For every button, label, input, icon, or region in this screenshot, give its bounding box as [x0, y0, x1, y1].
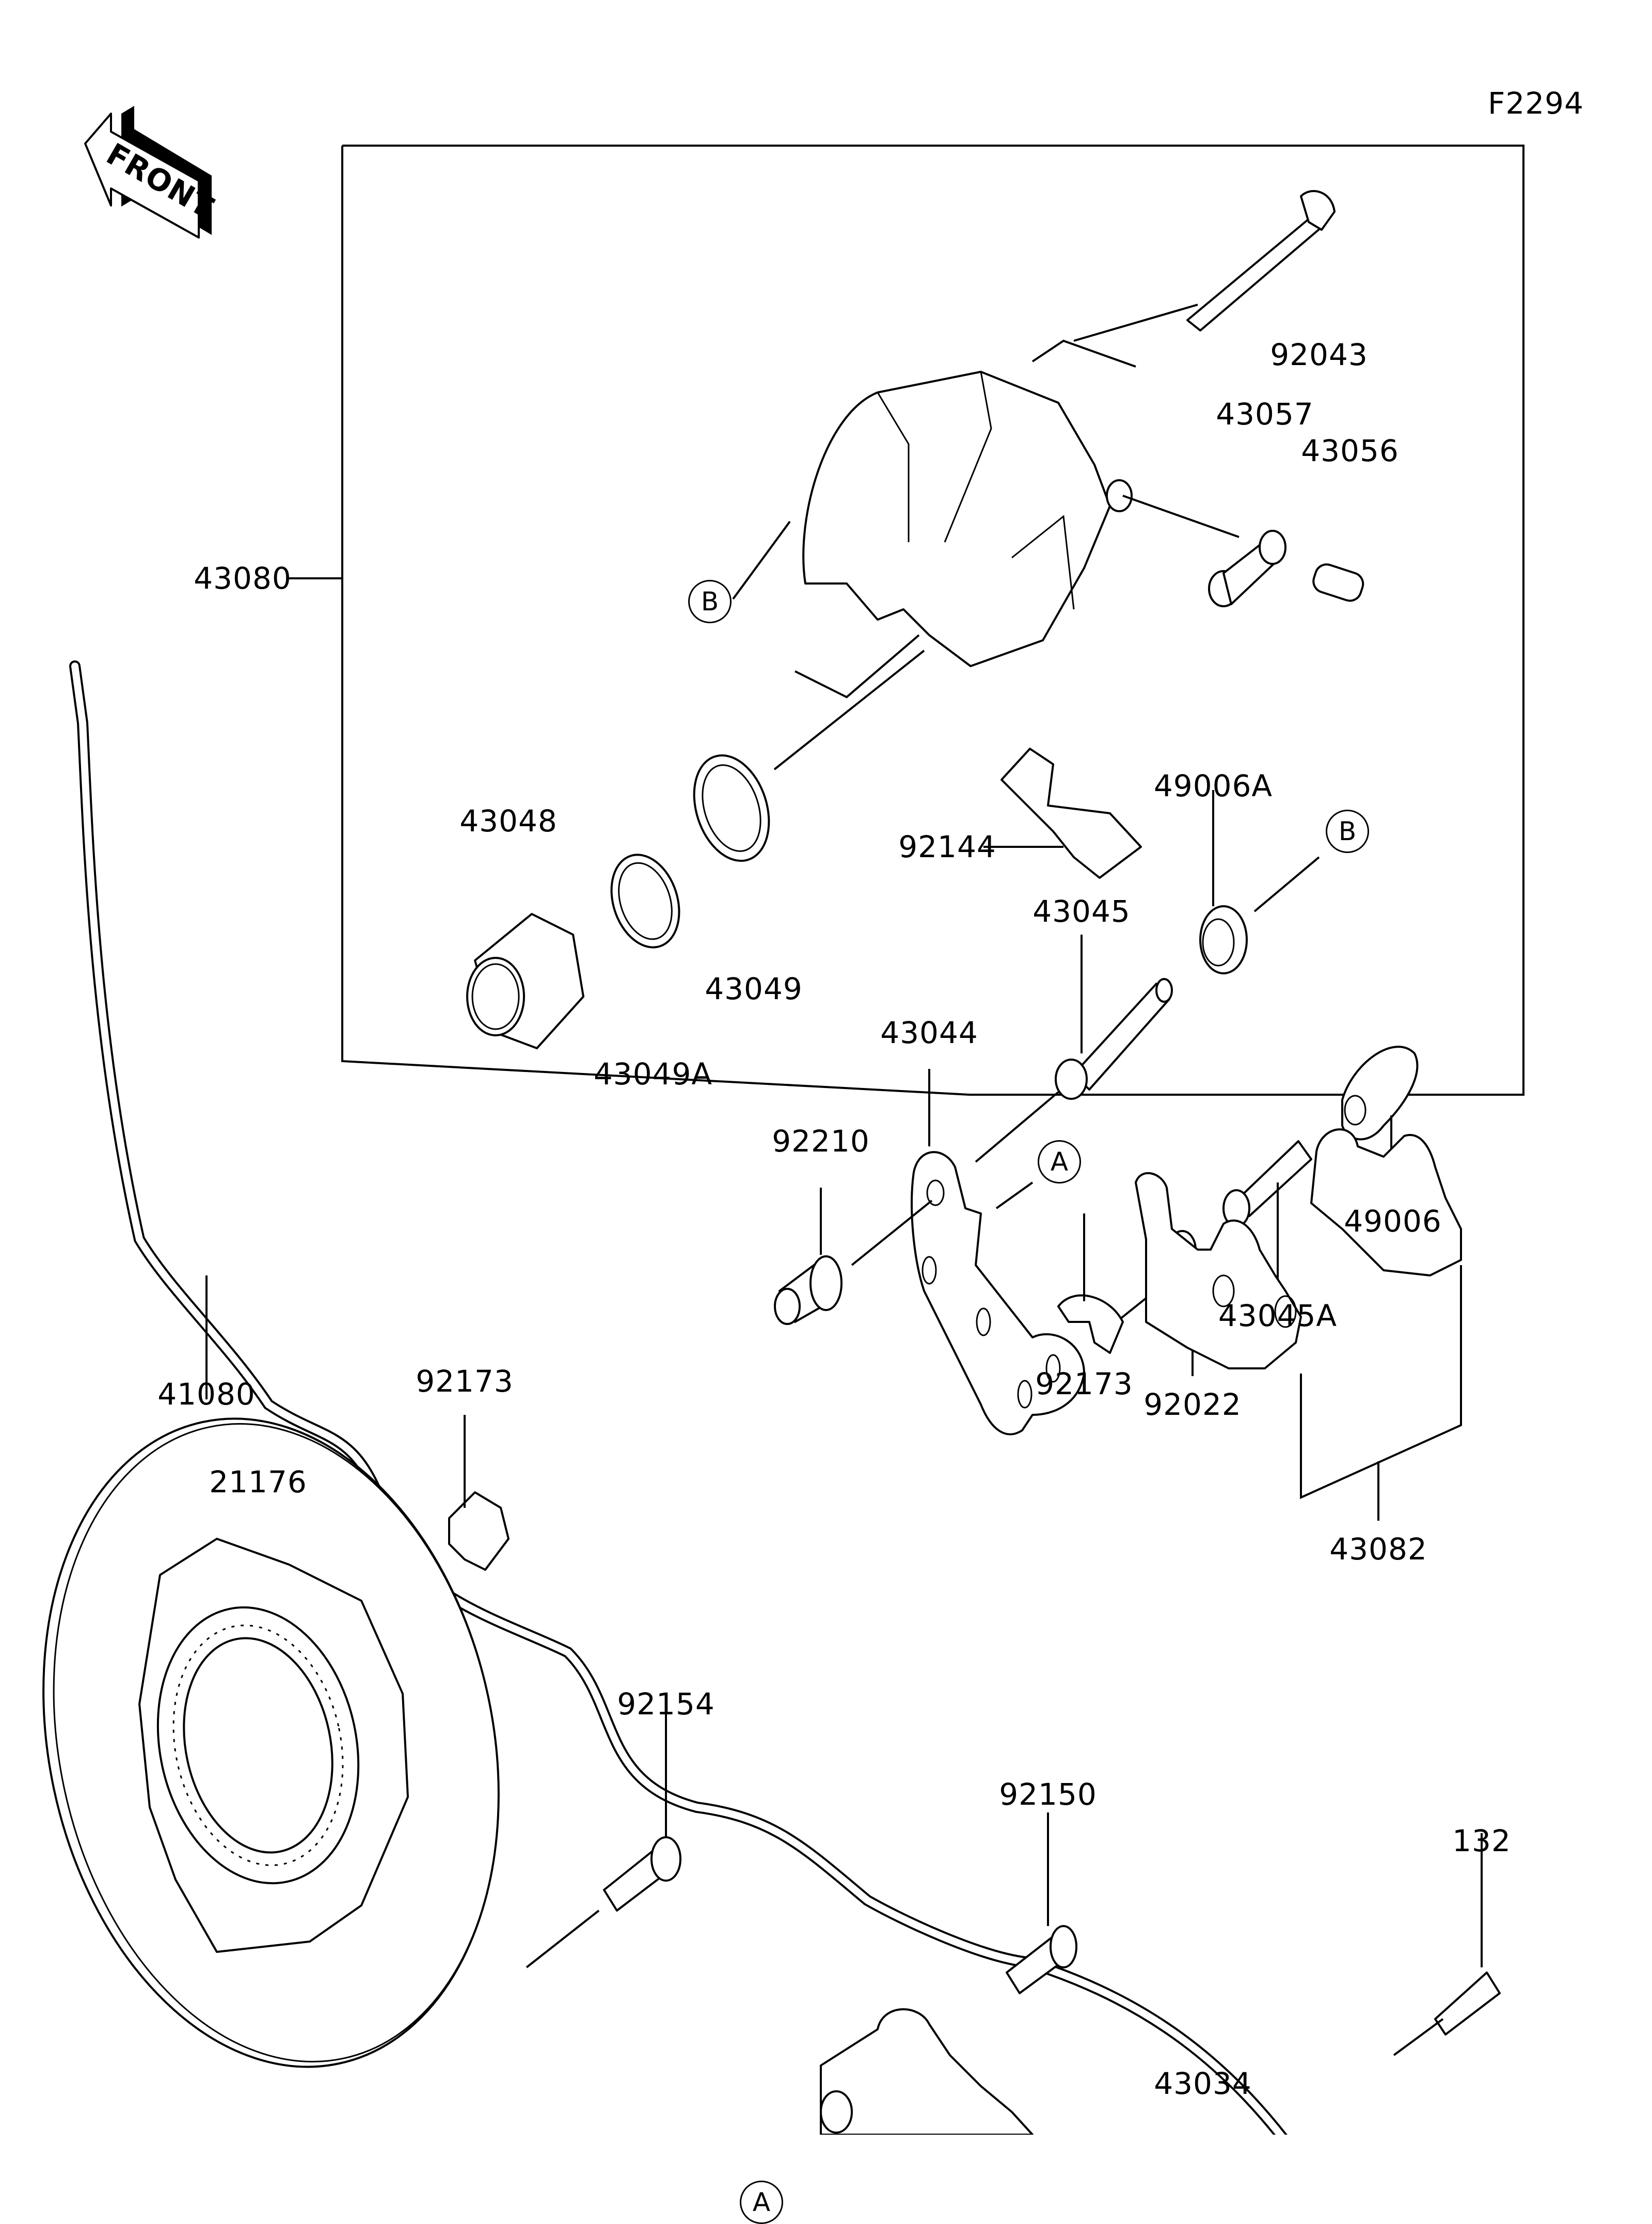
assembly-boundary: [341, 145, 1524, 1096]
part-label-49006A: 49006A: [1153, 768, 1273, 803]
part-label-49006: 49006: [1344, 1204, 1442, 1239]
ref-marker-a-lower: A: [740, 2181, 783, 2224]
caliper-body: [802, 371, 1133, 667]
front-arrow-icon: [84, 106, 212, 239]
bleeder-cap-43057: [1208, 530, 1286, 607]
part-label-43057: 43057: [1216, 397, 1314, 432]
part-label-92210: 92210: [772, 1124, 870, 1159]
part-label-43034: 43034: [1154, 2066, 1252, 2101]
bracket-bolt-92210: [774, 1255, 843, 1325]
ref-marker-a-upper: A: [1038, 1140, 1081, 1184]
part-label-43049: 43049: [705, 971, 803, 1006]
slide-pin-43045: [1055, 978, 1173, 1100]
disc-bolt-92154: [603, 1836, 681, 1912]
part-label-43045A: 43045A: [1218, 1298, 1338, 1333]
part-label-43049A: 43049A: [593, 1056, 713, 1092]
slide-pin-43045A: [1222, 1140, 1312, 1227]
part-label-92154: 92154: [617, 1686, 715, 1722]
part-label-132: 132: [1452, 1823, 1511, 1858]
caliper-bracket-43044: [911, 1151, 1085, 1436]
caliper-holder-43034: [820, 2008, 1034, 2135]
piston-seal-43049: [693, 754, 770, 862]
parts-diagram: [42, 106, 1524, 2135]
holder-bolt-92150: [1006, 1925, 1077, 1994]
figure-code: F2294: [1488, 86, 1584, 121]
clamp-92173-lower: [1057, 1294, 1124, 1354]
brake-disc-41080: [42, 1417, 500, 2068]
part-label-43082: 43082: [1329, 1532, 1427, 1567]
ref-marker-b-upper: B: [688, 580, 732, 623]
part-label-43056: 43056: [1301, 433, 1399, 468]
part-label-21176: 21176: [209, 1464, 307, 1500]
bracket-line: [1031, 339, 1136, 368]
dust-seal-43049A: [610, 854, 680, 949]
part-label-92043: 92043: [1270, 337, 1368, 372]
leader-92043: [1073, 304, 1198, 342]
piston-43048: [466, 913, 584, 1049]
part-label-43045: 43045: [1032, 894, 1131, 929]
ref-marker-b-lower: B: [1326, 810, 1369, 853]
part-label-92150: 92150: [999, 1777, 1097, 1812]
boot-49006: [1341, 1046, 1419, 1141]
bleeder-valve-43056: [1312, 563, 1364, 602]
leader-line: [732, 520, 791, 600]
part-label-92144: 92144: [898, 829, 996, 864]
leader-line: [773, 650, 925, 770]
pin-bolt-92043: [1186, 190, 1336, 332]
part-label-43044: 43044: [880, 1015, 978, 1050]
clamp-92173-upper: [448, 1491, 510, 1571]
part-label-41080: 41080: [157, 1377, 256, 1412]
bracket-line: [795, 634, 920, 699]
pad-spring-92144: [1000, 748, 1142, 879]
boot-49006A: [1199, 905, 1248, 974]
part-label-43048: 43048: [459, 803, 558, 839]
part-label-92173-lower: 92173: [1035, 1366, 1133, 1401]
part-label-92173-upper: 92173: [416, 1364, 514, 1399]
assembly-label: 43080: [194, 561, 292, 596]
part-label-92022: 92022: [1143, 1387, 1242, 1422]
brake-pads-43082: [1135, 1128, 1462, 1369]
leader-43057: [1122, 495, 1240, 538]
sensor-bolt-132: [1434, 1971, 1501, 2036]
